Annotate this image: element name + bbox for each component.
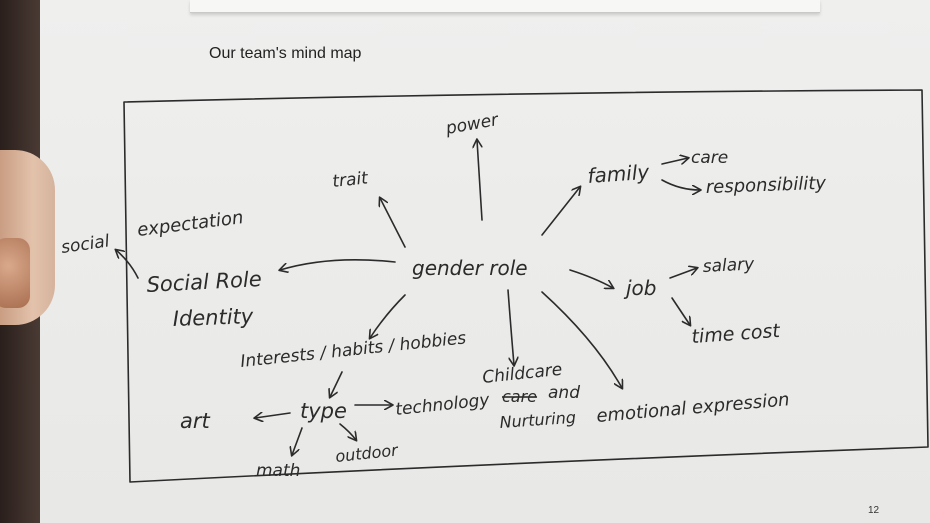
page-number: 12	[868, 505, 880, 516]
node-identity: Identity	[172, 304, 254, 331]
node-job: job	[623, 276, 657, 300]
arrow-to-outdoor	[339, 423, 356, 440]
arrow-to-job	[569, 269, 613, 288]
node-trait: trait	[331, 168, 370, 192]
arrow-to-time-cost	[671, 297, 690, 325]
arrow-to-trait	[380, 198, 406, 248]
arrow-to-interests	[370, 294, 406, 338]
node-time-cost: time cost	[691, 320, 782, 348]
arrow-to-family	[541, 187, 580, 236]
node-interests: Interests / habits / hobbies	[239, 328, 467, 372]
node-social-role: Social Role	[146, 267, 262, 297]
arrow-to-social-role	[280, 259, 396, 270]
page-title: Our team's mind map	[209, 45, 362, 62]
arrow-to-social	[116, 250, 139, 279]
paper-slip	[190, 0, 820, 13]
node-power: power	[443, 110, 500, 139]
arrow-to-care	[661, 158, 688, 165]
frame-border	[123, 89, 929, 483]
arrow-to-childcare	[507, 289, 514, 365]
paper-sheet	[40, 0, 930, 523]
arrow-to-math	[292, 427, 303, 455]
node-math: math	[256, 461, 300, 481]
node-care-struck: care	[502, 387, 537, 406]
node-nurturing: Nurturing	[499, 408, 577, 432]
node-salary: salary	[702, 254, 755, 277]
node-outdoor: outdoor	[334, 440, 400, 466]
node-responsibility: responsibility	[705, 173, 826, 198]
node-care: care	[691, 148, 728, 168]
arrow-to-type	[330, 371, 343, 397]
node-family: family	[587, 160, 651, 188]
node-art: art	[180, 409, 211, 433]
arrow-to-emotional-expression	[541, 291, 622, 388]
ring	[0, 238, 30, 308]
node-social: social	[60, 231, 111, 258]
arrow-to-art	[255, 413, 291, 418]
node-technology: technology	[394, 390, 491, 420]
node-center: gender role	[412, 256, 528, 280]
arrow-to-salary	[669, 268, 697, 279]
node-type: type	[300, 399, 347, 423]
node-emotional-expression: emotional expression	[596, 389, 791, 427]
node-expectation: expectation	[136, 207, 244, 241]
node-and: and	[548, 383, 580, 403]
arrow-to-power	[477, 140, 483, 221]
arrow-to-responsibility	[661, 179, 700, 190]
